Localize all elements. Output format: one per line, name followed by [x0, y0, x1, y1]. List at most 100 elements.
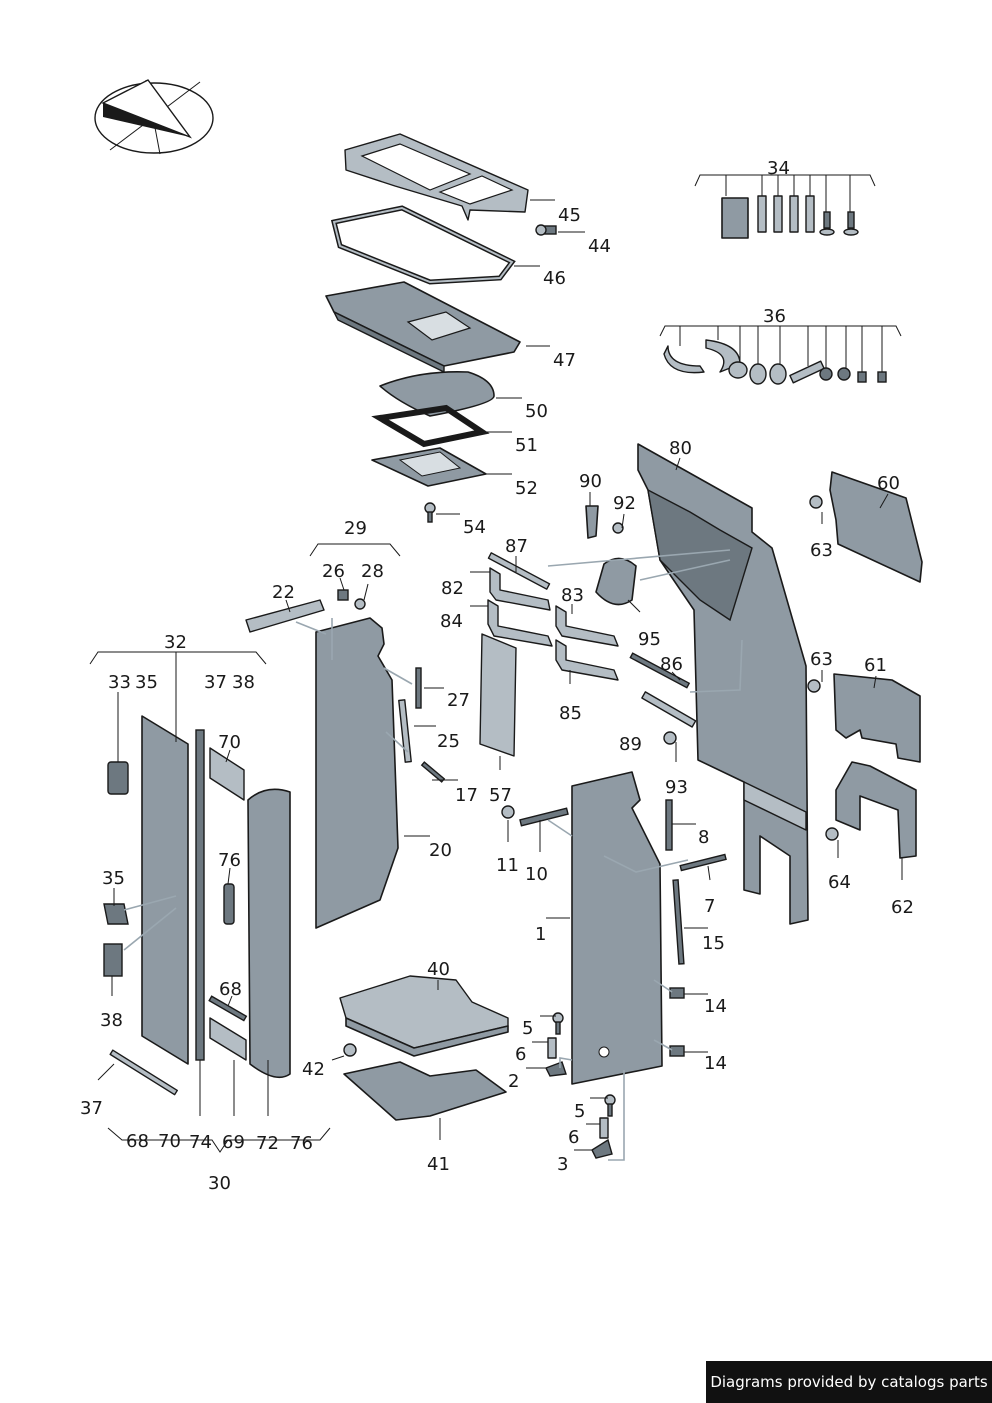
callout-5-lower: 5 — [574, 1101, 585, 1122]
bulkhead-panel-part — [637, 443, 809, 925]
callout-33: 33 — [108, 672, 131, 693]
shelf-85-part — [555, 639, 619, 681]
cover-panel-61-part — [833, 673, 921, 763]
shelf-84-part — [487, 599, 553, 647]
callout-70-top: 70 — [218, 732, 241, 753]
callout-34: 34 — [767, 158, 790, 179]
lever-90-part — [585, 505, 599, 539]
callout-63-top: 63 — [810, 540, 833, 561]
panel-20-part — [315, 617, 399, 929]
clip-14a-part — [669, 987, 685, 999]
strip-17-part — [420, 761, 446, 783]
callout-76-bottom: 76 — [290, 1133, 313, 1154]
callout-36: 36 — [763, 306, 786, 327]
sleeve-6a-part — [547, 1037, 557, 1059]
callout-51: 51 — [515, 435, 538, 456]
strip-69-part — [209, 1017, 247, 1061]
callout-46: 46 — [543, 268, 566, 289]
callout-6-upper: 6 — [515, 1044, 526, 1065]
callout-25: 25 — [437, 731, 460, 752]
footer-credit: Diagrams provided by catalogs parts — [706, 1361, 992, 1403]
callout-8: 8 — [698, 827, 709, 848]
screw-42-part — [343, 1043, 357, 1057]
callout-22: 22 — [272, 582, 295, 603]
latch-35-part — [103, 903, 129, 925]
cover-panel-60-part — [829, 471, 923, 583]
screw-93-part — [663, 731, 677, 745]
callout-42: 42 — [302, 1059, 325, 1080]
callout-38-top: 38 — [232, 672, 255, 693]
callout-70-bottom: 70 — [158, 1131, 181, 1152]
clip-14b-part — [669, 1045, 685, 1057]
callout-29: 29 — [344, 518, 367, 539]
callout-95: 95 — [638, 629, 661, 650]
callout-45: 45 — [558, 205, 581, 226]
callout-7: 7 — [704, 896, 715, 917]
callout-61: 61 — [864, 655, 887, 676]
callout-40: 40 — [427, 959, 450, 980]
edge-strip-74-part — [195, 729, 205, 1061]
callout-86: 86 — [660, 654, 683, 675]
shelf-82-part — [489, 567, 551, 611]
callout-11: 11 — [496, 855, 519, 876]
callout-83: 83 — [561, 585, 584, 606]
callout-72: 72 — [256, 1133, 279, 1154]
callout-35-top: 35 — [135, 672, 158, 693]
strip-25-part — [398, 699, 412, 763]
callout-37-side: 37 — [80, 1098, 103, 1119]
clip-26-part — [337, 589, 349, 601]
frame-52-part — [371, 447, 487, 487]
screw-63b-part — [807, 679, 821, 693]
callout-60: 60 — [877, 473, 900, 494]
callout-85: 85 — [559, 703, 582, 724]
callout-54: 54 — [463, 517, 486, 538]
screw-54-part — [424, 502, 436, 523]
bracket-2-part — [545, 1061, 567, 1077]
callout-30: 30 — [208, 1173, 231, 1194]
callout-82: 82 — [441, 578, 464, 599]
lid-cover-part — [379, 370, 495, 417]
bracket-3-part — [591, 1138, 613, 1159]
callout-74: 74 — [189, 1132, 212, 1153]
callout-76-top: 76 — [218, 850, 241, 871]
callout-6-lower: 6 — [568, 1127, 579, 1148]
callout-3: 3 — [557, 1154, 568, 1175]
callout-37-top: 37 — [204, 672, 227, 693]
bracket-62-part — [835, 761, 917, 859]
strip-15-part — [672, 879, 685, 965]
callout-63-mid: 63 — [810, 649, 833, 670]
bar-10-part — [519, 807, 569, 827]
assembly-lines — [123, 549, 743, 1161]
callout-62: 62 — [891, 897, 914, 918]
screw-92-part — [612, 522, 624, 534]
floor-tray-40-part — [339, 975, 509, 1057]
rod-37-part — [109, 1049, 178, 1096]
sleeve-6b-part — [599, 1117, 609, 1139]
callout-87: 87 — [505, 536, 528, 557]
clip-28-part — [354, 598, 366, 610]
callout-93: 93 — [665, 777, 688, 798]
callout-10: 10 — [525, 864, 548, 885]
panel-70-part — [209, 747, 245, 801]
door-panel-32-part — [141, 715, 189, 1065]
callout-14-upper: 14 — [704, 996, 727, 1017]
callout-47: 47 — [553, 350, 576, 371]
callout-35-side: 35 — [102, 868, 125, 889]
callout-50: 50 — [525, 401, 548, 422]
callout-5-upper: 5 — [522, 1018, 533, 1039]
orientation-compass-icon — [94, 79, 214, 155]
hinge-set-part — [721, 195, 859, 239]
callout-68-bottom: 68 — [126, 1131, 149, 1152]
strip-8-part — [665, 799, 673, 851]
callout-26: 26 — [322, 561, 345, 582]
callout-14-lower: 14 — [704, 1053, 727, 1074]
screw-63a-part — [809, 495, 823, 509]
callout-38-side: 38 — [100, 1010, 123, 1031]
glass-57-part — [479, 633, 517, 757]
callout-2: 2 — [508, 1071, 519, 1092]
screw-64-part — [825, 827, 839, 841]
callout-84: 84 — [440, 611, 463, 632]
callout-69: 69 — [222, 1132, 245, 1153]
strip-68-part — [208, 995, 248, 1022]
callout-64: 64 — [828, 872, 851, 893]
